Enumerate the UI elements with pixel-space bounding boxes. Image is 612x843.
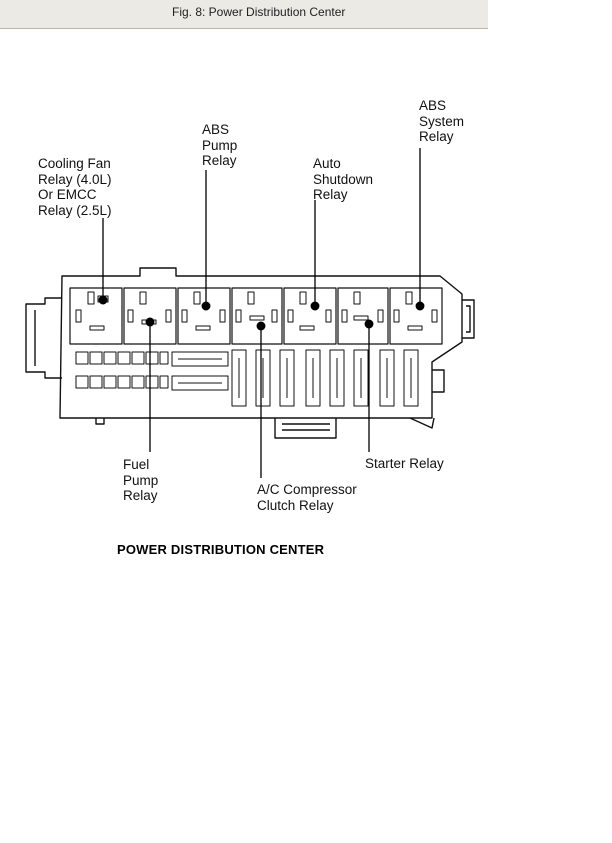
left-bracket bbox=[25, 297, 62, 379]
relay-row bbox=[69, 287, 443, 345]
diagram-title: POWER DISTRIBUTION CENTER bbox=[117, 542, 325, 557]
right-connector bbox=[462, 299, 475, 339]
label-ac-compressor-clutch-relay: A/C Compressor Clutch Relay bbox=[257, 482, 357, 513]
bottom-connector bbox=[274, 418, 337, 439]
label-abs-pump-relay: ABS Pump Relay bbox=[202, 122, 238, 168]
label-auto-shutdown-relay: Auto Shutdown Relay bbox=[313, 156, 374, 202]
mini-fuse-block bbox=[75, 351, 169, 389]
pdc-housing bbox=[59, 267, 463, 419]
label-starter-relay: Starter Relay bbox=[365, 456, 444, 471]
label-cooling-fan-relay: Cooling Fan Relay (4.0L) Or EMCC Relay (… bbox=[38, 156, 112, 218]
maxi-fuses-vertical bbox=[231, 349, 419, 407]
lower-right-ear bbox=[409, 417, 435, 429]
cartridge-fuses-horizontal bbox=[171, 351, 229, 391]
figure-caption-bar: Fig. 8: Power Distribution Center bbox=[0, 0, 488, 29]
label-abs-system-relay: ABS System Relay bbox=[419, 98, 465, 144]
figure-caption: Fig. 8: Power Distribution Center bbox=[172, 5, 346, 19]
label-fuel-pump-relay: Fuel Pump Relay bbox=[123, 457, 159, 503]
